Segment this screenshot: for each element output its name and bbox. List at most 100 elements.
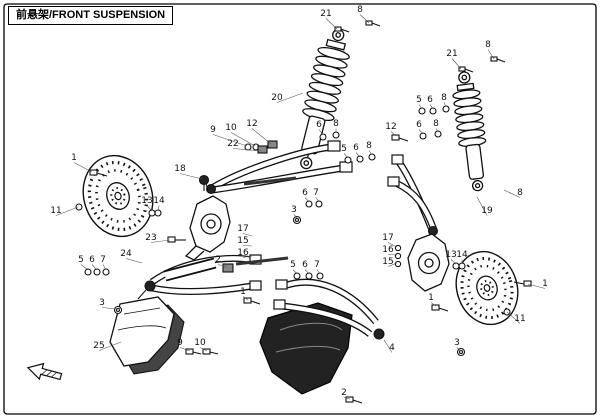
callout-leader-6 (355, 152, 361, 158)
callout-10: 10 (194, 338, 206, 348)
pivot-bolts (235, 176, 297, 266)
callout-5: 5 (341, 144, 347, 154)
callout-14: 14 (153, 196, 165, 206)
shock-absorber-right (452, 71, 487, 192)
callout-leader-1 (73, 162, 93, 173)
callout-3: 3 (291, 205, 297, 215)
callout-8: 8 (441, 93, 447, 103)
steering-knuckle-left (184, 195, 231, 261)
callout-leader-6 (429, 104, 434, 110)
callout-9: 9 (177, 338, 183, 348)
brake-disc-right (455, 250, 519, 326)
callout-leader-11 (506, 311, 521, 324)
callout-leader-8 (503, 189, 521, 198)
callout-14: 14 (456, 250, 468, 260)
callout-20: 20 (271, 93, 283, 103)
callout-leader-10 (199, 347, 208, 352)
callout-3: 3 (454, 338, 460, 348)
title-box: 前悬架/FRONT SUSPENSION (8, 6, 174, 25)
page-border (3, 3, 597, 415)
callout-21: 21 (320, 9, 331, 19)
callout-7: 7 (313, 188, 319, 198)
callout-16: 16 (237, 248, 249, 258)
callout-leader-20 (276, 92, 304, 103)
callout-leader-3 (101, 307, 117, 310)
callout-15: 15 (382, 257, 393, 267)
callout-leader-8 (435, 128, 439, 133)
upper-a-arm-right (387, 154, 438, 236)
callout-leader-16 (387, 254, 398, 256)
callout-4: 4 (389, 343, 395, 353)
callout-leader-1 (430, 302, 437, 307)
callout-leader-8 (368, 150, 373, 156)
callout-leader-6 (304, 269, 310, 275)
callout-1: 1 (240, 287, 246, 297)
callout-leader-9 (179, 347, 191, 352)
callout-leader-3 (293, 214, 298, 219)
lower-a-arm-right (273, 278, 385, 340)
callout-leader-25 (98, 341, 122, 351)
callout-leader-1 (527, 283, 546, 289)
callout-8: 8 (485, 40, 491, 50)
brake-disc-left (82, 154, 154, 238)
callout-6: 6 (89, 255, 95, 265)
callout-23: 23 (145, 233, 156, 243)
callout-8: 8 (333, 119, 339, 129)
callout-18: 18 (174, 164, 186, 174)
callout-leader-10 (230, 132, 256, 147)
callout-1: 1 (428, 293, 434, 303)
callout-leader-8 (443, 102, 447, 108)
callout-leader-5 (343, 153, 349, 159)
callout-leader-8 (359, 14, 370, 24)
callout-21: 21 (446, 49, 457, 59)
fastener-hardware (75, 20, 532, 404)
callout-leader-24 (125, 258, 143, 264)
callout-11: 11 (50, 206, 61, 216)
callout-16: 16 (382, 245, 394, 255)
callout-17: 17 (382, 233, 393, 243)
page-title: 前悬架/FRONT SUSPENSION (16, 9, 166, 21)
callout-13: 13 (141, 196, 152, 206)
callout-2: 2 (215, 255, 221, 265)
callout-leader-19 (476, 196, 488, 216)
callout-2: 2 (341, 388, 347, 398)
callout-22: 22 (227, 139, 238, 149)
callout-leader-4 (383, 339, 393, 353)
callout-leader-21 (325, 18, 338, 30)
callout-1: 1 (542, 279, 548, 289)
callout-7: 7 (314, 260, 320, 270)
callout-6: 6 (302, 188, 308, 198)
callout-leader-11 (55, 206, 79, 216)
callout-6: 6 (302, 260, 308, 270)
callout-leader-6 (318, 129, 324, 136)
callout-leader-5 (80, 264, 89, 271)
callout-leader-12 (251, 128, 272, 145)
callout-leader-5 (418, 104, 423, 110)
callout-leader-1 (242, 296, 249, 301)
callout-7: 7 (100, 255, 106, 265)
callout-1: 1 (71, 153, 77, 163)
callout-8: 8 (517, 188, 523, 198)
callout-8: 8 (357, 5, 363, 15)
callout-leader-3 (456, 347, 462, 352)
callout-6: 6 (316, 120, 322, 130)
callout-leader-16 (242, 255, 253, 258)
callout-5: 5 (78, 255, 84, 265)
callout-12: 12 (246, 119, 257, 129)
callout-leader-9 (212, 134, 248, 147)
callout-leader-7 (102, 264, 107, 271)
callout-leader-6 (418, 129, 424, 135)
front-direction-arrow (26, 362, 63, 381)
callout-5: 5 (416, 95, 422, 105)
callout-25: 25 (93, 341, 104, 351)
callout-6: 6 (353, 143, 359, 153)
callout-6: 6 (427, 95, 433, 105)
callout-leader-14 (157, 205, 160, 212)
callout-19: 19 (481, 206, 493, 216)
callout-leader-6 (91, 264, 98, 271)
callout-12: 12 (385, 122, 396, 132)
callout-6: 6 (416, 120, 422, 130)
callout-leader-17 (387, 242, 398, 248)
